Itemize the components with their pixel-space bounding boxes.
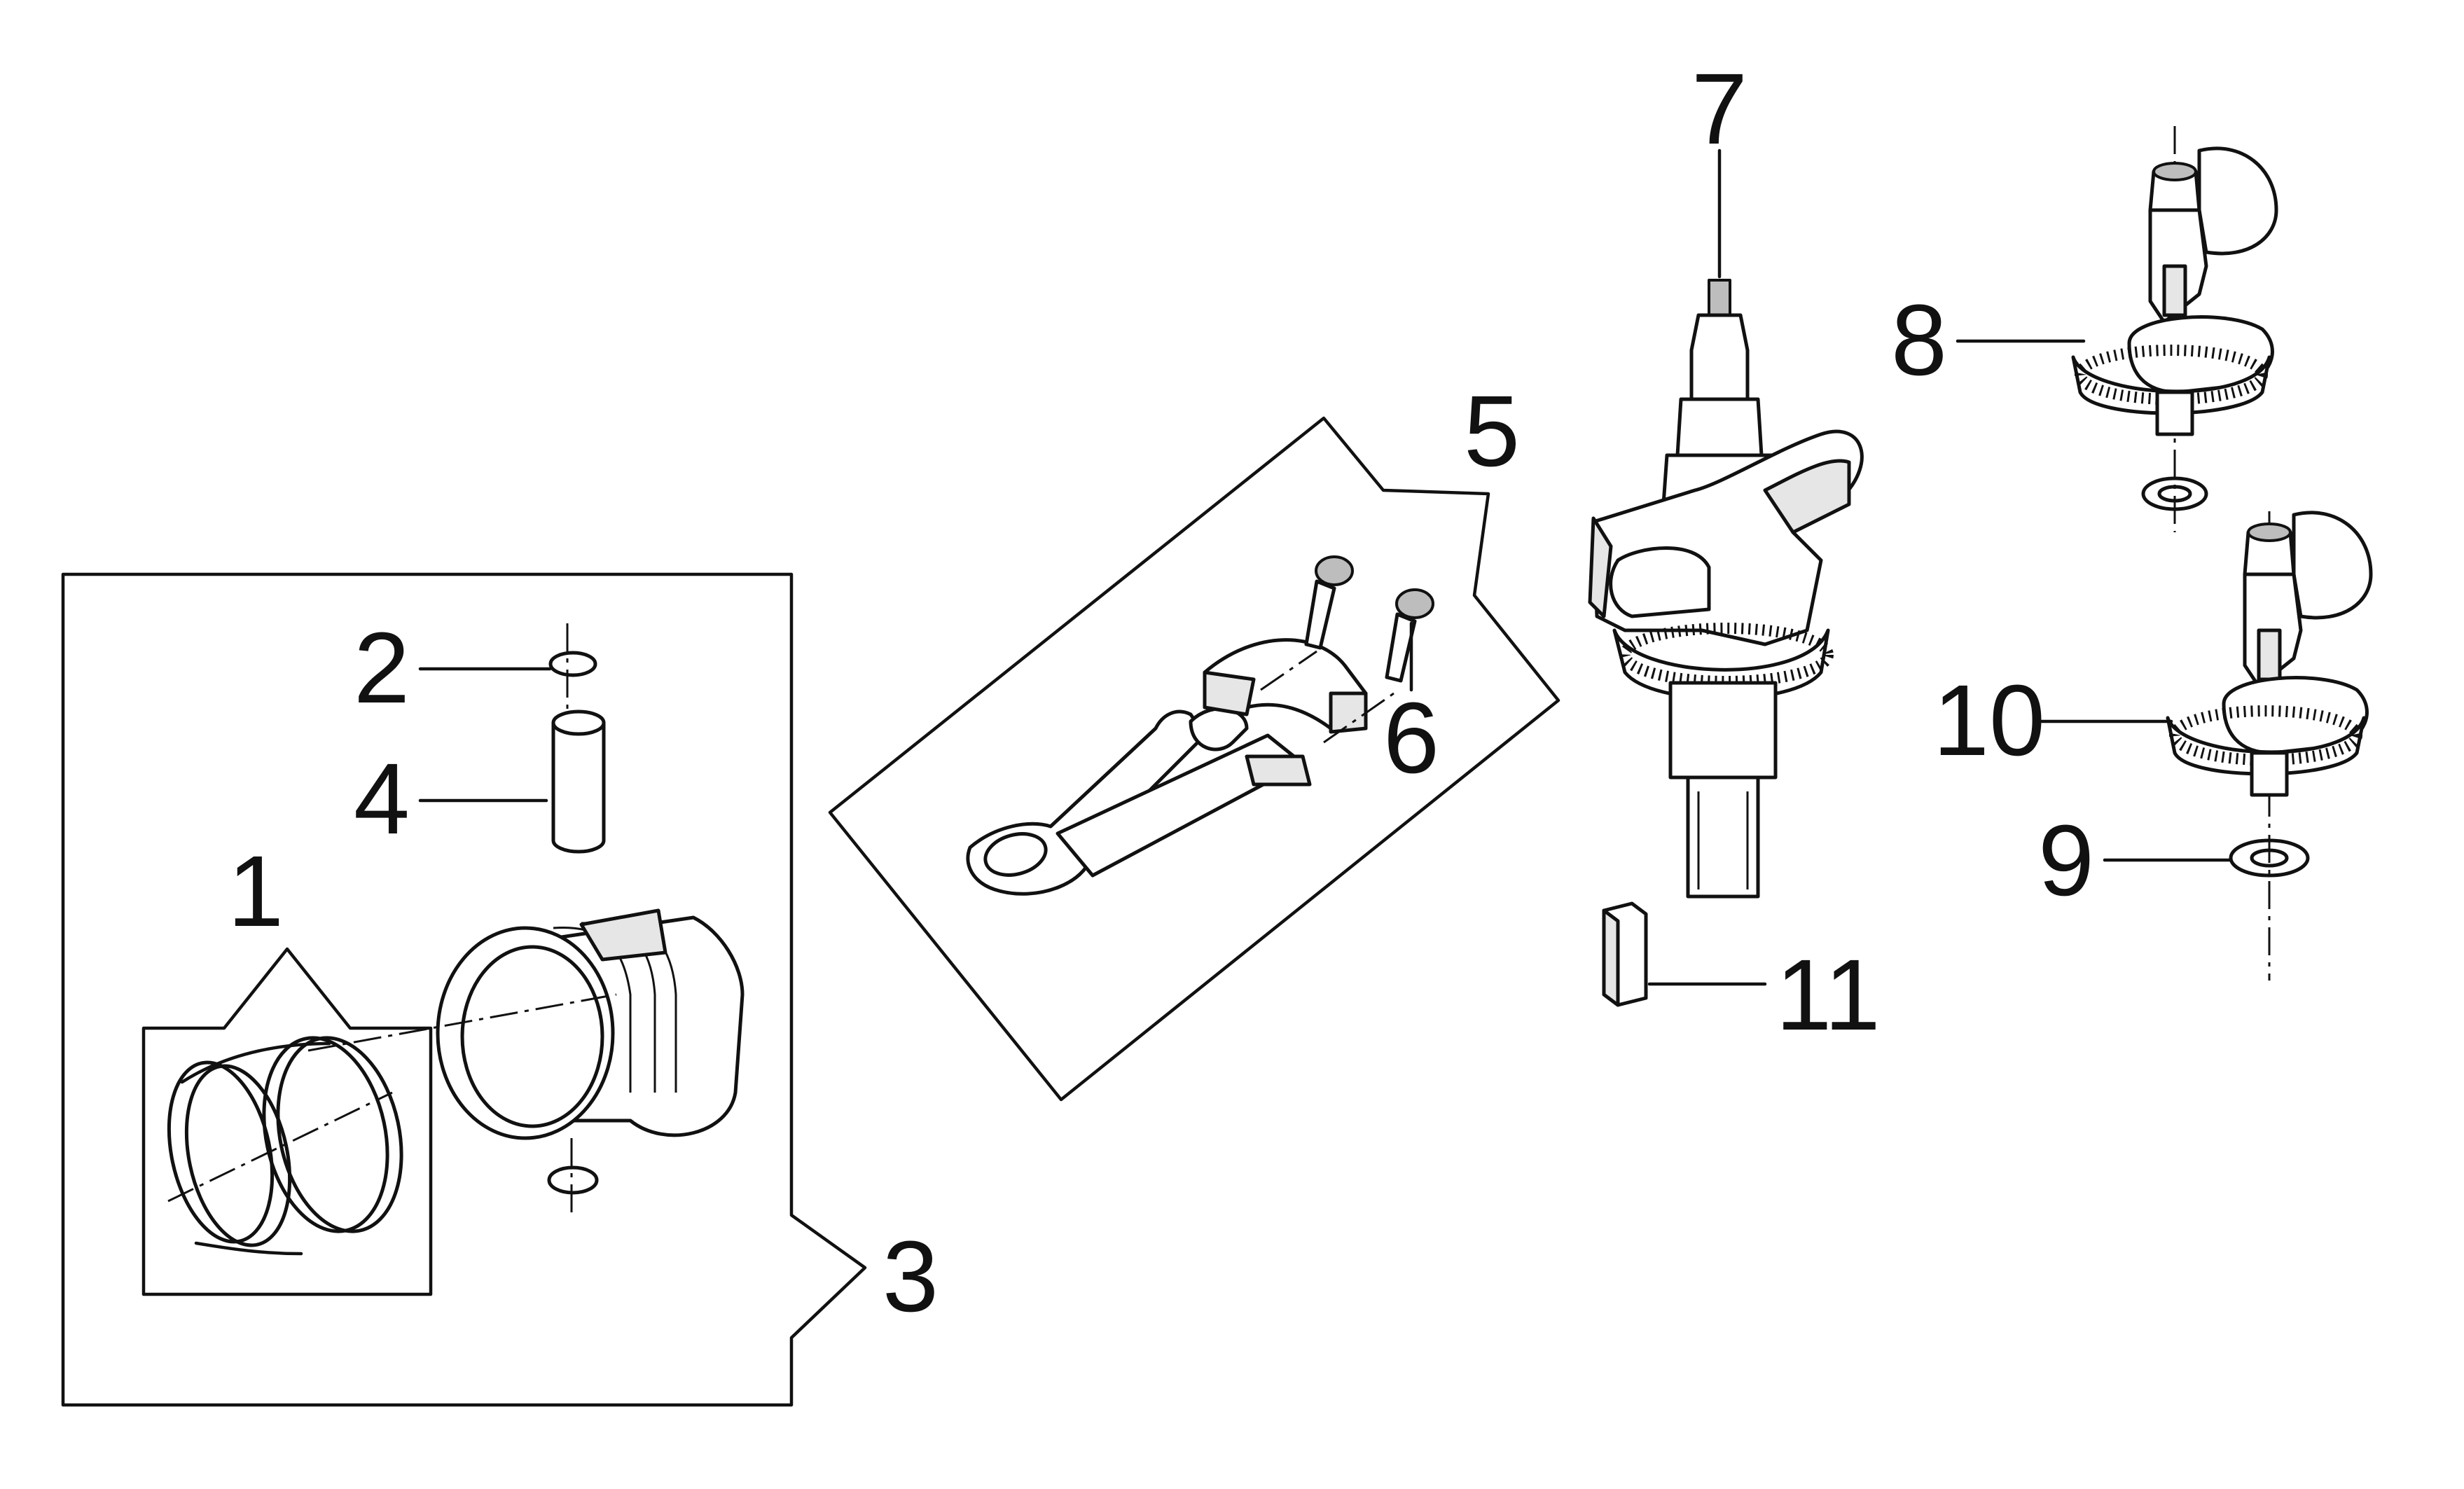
- washer: [2103, 838, 2310, 878]
- piston-assembly-frame: [61, 572, 867, 1407]
- label-4: 4: [354, 742, 410, 855]
- piston-pin-clip-bottom: [547, 1165, 599, 1195]
- crankshaft: [1588, 148, 1864, 899]
- label-6: 6: [1383, 681, 1439, 794]
- label-7: 7: [1691, 53, 1747, 165]
- piston-pin: [551, 709, 606, 854]
- crankshaft-variant-a: [1956, 126, 2278, 532]
- connecting-rod-group: [828, 416, 1560, 1102]
- piston-assembly-group: [61, 572, 867, 1407]
- crankshaft-variant-b: [2040, 511, 2373, 981]
- connecting-rod: [966, 638, 1368, 896]
- connecting-rod-bolt: [1260, 555, 1434, 744]
- piston-rings-frame: [141, 947, 433, 1296]
- label-10: 10: [1933, 664, 2045, 777]
- piston-pin-clip-top: [548, 651, 597, 677]
- piston: [167, 908, 745, 1203]
- label-5: 5: [1464, 375, 1520, 487]
- label-11: 11: [1776, 939, 1880, 1051]
- label-9: 9: [2038, 804, 2094, 917]
- connecting-rod-frame: [828, 416, 1560, 1102]
- label-8: 8: [1891, 284, 1947, 396]
- piston-rings: [167, 1036, 403, 1256]
- label-1: 1: [228, 835, 284, 948]
- key: [1602, 901, 1767, 1007]
- label-2: 2: [354, 611, 410, 724]
- label-3: 3: [883, 1220, 939, 1333]
